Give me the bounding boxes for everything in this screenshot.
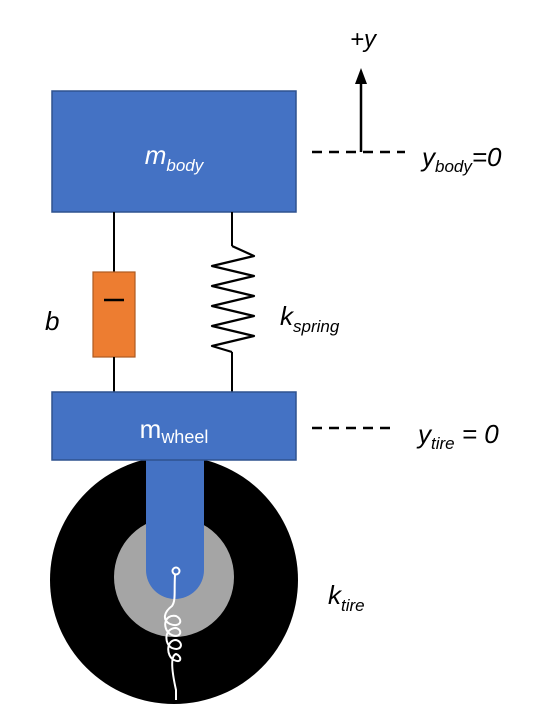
tire-stiffness-coil xyxy=(164,566,182,700)
tire-stiffness-symbol: k xyxy=(328,580,343,610)
tire-stiffness-subscript: tire xyxy=(341,596,365,615)
body-reference-equation: =0 xyxy=(472,142,502,172)
tire-reference-label: ytire = 0 xyxy=(416,419,499,453)
damper xyxy=(92,212,136,392)
body-reference-label: ybody=0 xyxy=(420,142,502,176)
spring-symbol: k xyxy=(280,301,295,331)
body-reference-subscript: body xyxy=(435,157,473,176)
up-axis-label: +y xyxy=(350,26,378,53)
wheel-mass-subscript: wheel xyxy=(160,427,208,447)
spring-label: kspring xyxy=(280,301,340,336)
wheel-mass-block xyxy=(51,391,297,461)
body-reference-symbol: y xyxy=(420,142,437,172)
tire-stiffness-label: ktire xyxy=(328,580,365,615)
wheel-mass-symbol: m xyxy=(140,414,162,444)
body-mass-label: mbody xyxy=(145,140,205,175)
spring xyxy=(210,212,256,392)
up-axis-arrow xyxy=(355,68,367,152)
damper-body xyxy=(92,271,136,358)
spring-subscript: spring xyxy=(293,317,340,336)
wheel-mass-label: mwheel xyxy=(140,414,209,447)
tire-reference-symbol: y xyxy=(416,419,433,449)
damper-label: b xyxy=(45,306,59,336)
tire-reference-subscript: tire xyxy=(431,434,455,453)
body-mass-block xyxy=(51,90,297,213)
body-mass-symbol: m xyxy=(145,140,167,170)
wheel-arm xyxy=(146,460,204,599)
body-mass-subscript: body xyxy=(166,156,204,175)
tire-reference-equation: = 0 xyxy=(455,419,500,449)
